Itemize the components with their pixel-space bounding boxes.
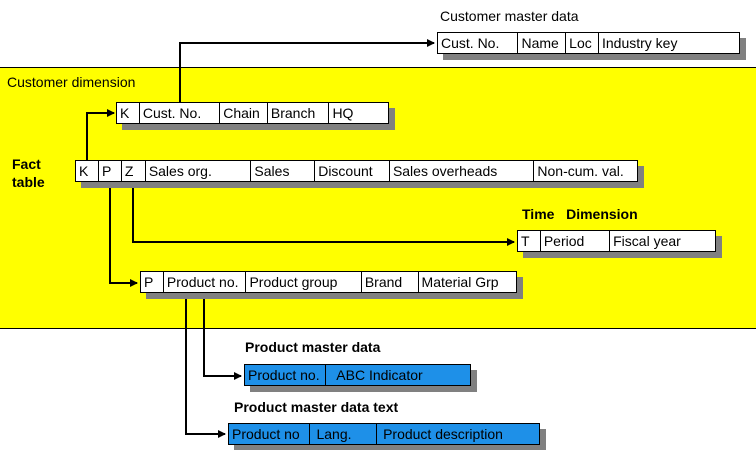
cell-sales-overheads: Sales overheads [390, 161, 535, 181]
arrow-fact-to-product-dim [109, 184, 138, 287]
product-master-table: Product no. ABC Indicator [244, 364, 471, 386]
product-master-title: Product master data [245, 339, 381, 355]
cell-p: P [141, 272, 164, 292]
fact-table-title: Fact table [12, 156, 45, 190]
cell-product-group: Product group [246, 272, 362, 292]
time-dimension-title: Time Dimension [522, 206, 638, 222]
cell-branch: Branch [268, 103, 330, 123]
cell-k: K [76, 161, 99, 181]
cell-product-no: Product no. [245, 365, 327, 385]
cell-name: Name [518, 33, 567, 53]
cell-industry-key: Industry key [601, 35, 678, 51]
product-master-text-table: Product no Lang. Product description [228, 423, 540, 445]
cell-t: T [518, 231, 541, 251]
customer-master-table: Cust. No. Name Loc Industry key [437, 32, 740, 54]
cell-chain: Chain [220, 103, 268, 123]
cell-fiscal-year: Fiscal year [613, 233, 681, 249]
arrow-fact-to-time-dim [132, 184, 515, 246]
cell-discount: Discount [315, 161, 390, 181]
cell-abc-indicator: ABC Indicator [336, 367, 423, 383]
arrow-customer-dim-to-master [179, 39, 435, 102]
customer-dimension-title: Customer dimension [7, 74, 136, 90]
cell-product-no: Product no. [164, 272, 247, 292]
cell-product-no: Product no [229, 424, 311, 444]
cell-p: P [99, 161, 122, 181]
arrow-product-dim-to-master [203, 295, 242, 380]
cell-k: K [117, 103, 140, 123]
cell-cust-no: Cust. No. [438, 33, 519, 53]
cell-cust-no: Cust. No. [140, 103, 221, 123]
cell-material-grp: Material Grp [421, 274, 499, 290]
cell-period: Period [541, 231, 611, 251]
arrow-fact-to-customer-dim [86, 109, 115, 160]
cell-brand: Brand [362, 272, 419, 292]
product-master-text-title: Product master data text [234, 399, 399, 415]
cell-loc: Loc [566, 33, 599, 53]
fact-table: K P Z Sales org. Sales Discount Sales ov… [75, 160, 638, 182]
customer-dimension-table: K Cust. No. Chain Branch HQ [116, 102, 389, 124]
cell-hq: HQ [332, 105, 354, 121]
arrow-product-dim-to-master-text [185, 295, 226, 438]
product-dimension-table: P Product no. Product group Brand Materi… [140, 271, 517, 293]
time-dimension-table: T Period Fiscal year [517, 230, 716, 252]
cell-lang: Lang. [310, 424, 378, 444]
cell-z: Z [122, 161, 146, 181]
cell-sales: Sales [251, 161, 316, 181]
cell-sales-org: Sales org. [146, 161, 252, 181]
cell-product-description: Product description [383, 426, 503, 442]
cell-non-cum-val: Non-cum. val. [537, 163, 624, 179]
customer-master-title: Customer master data [440, 8, 579, 24]
